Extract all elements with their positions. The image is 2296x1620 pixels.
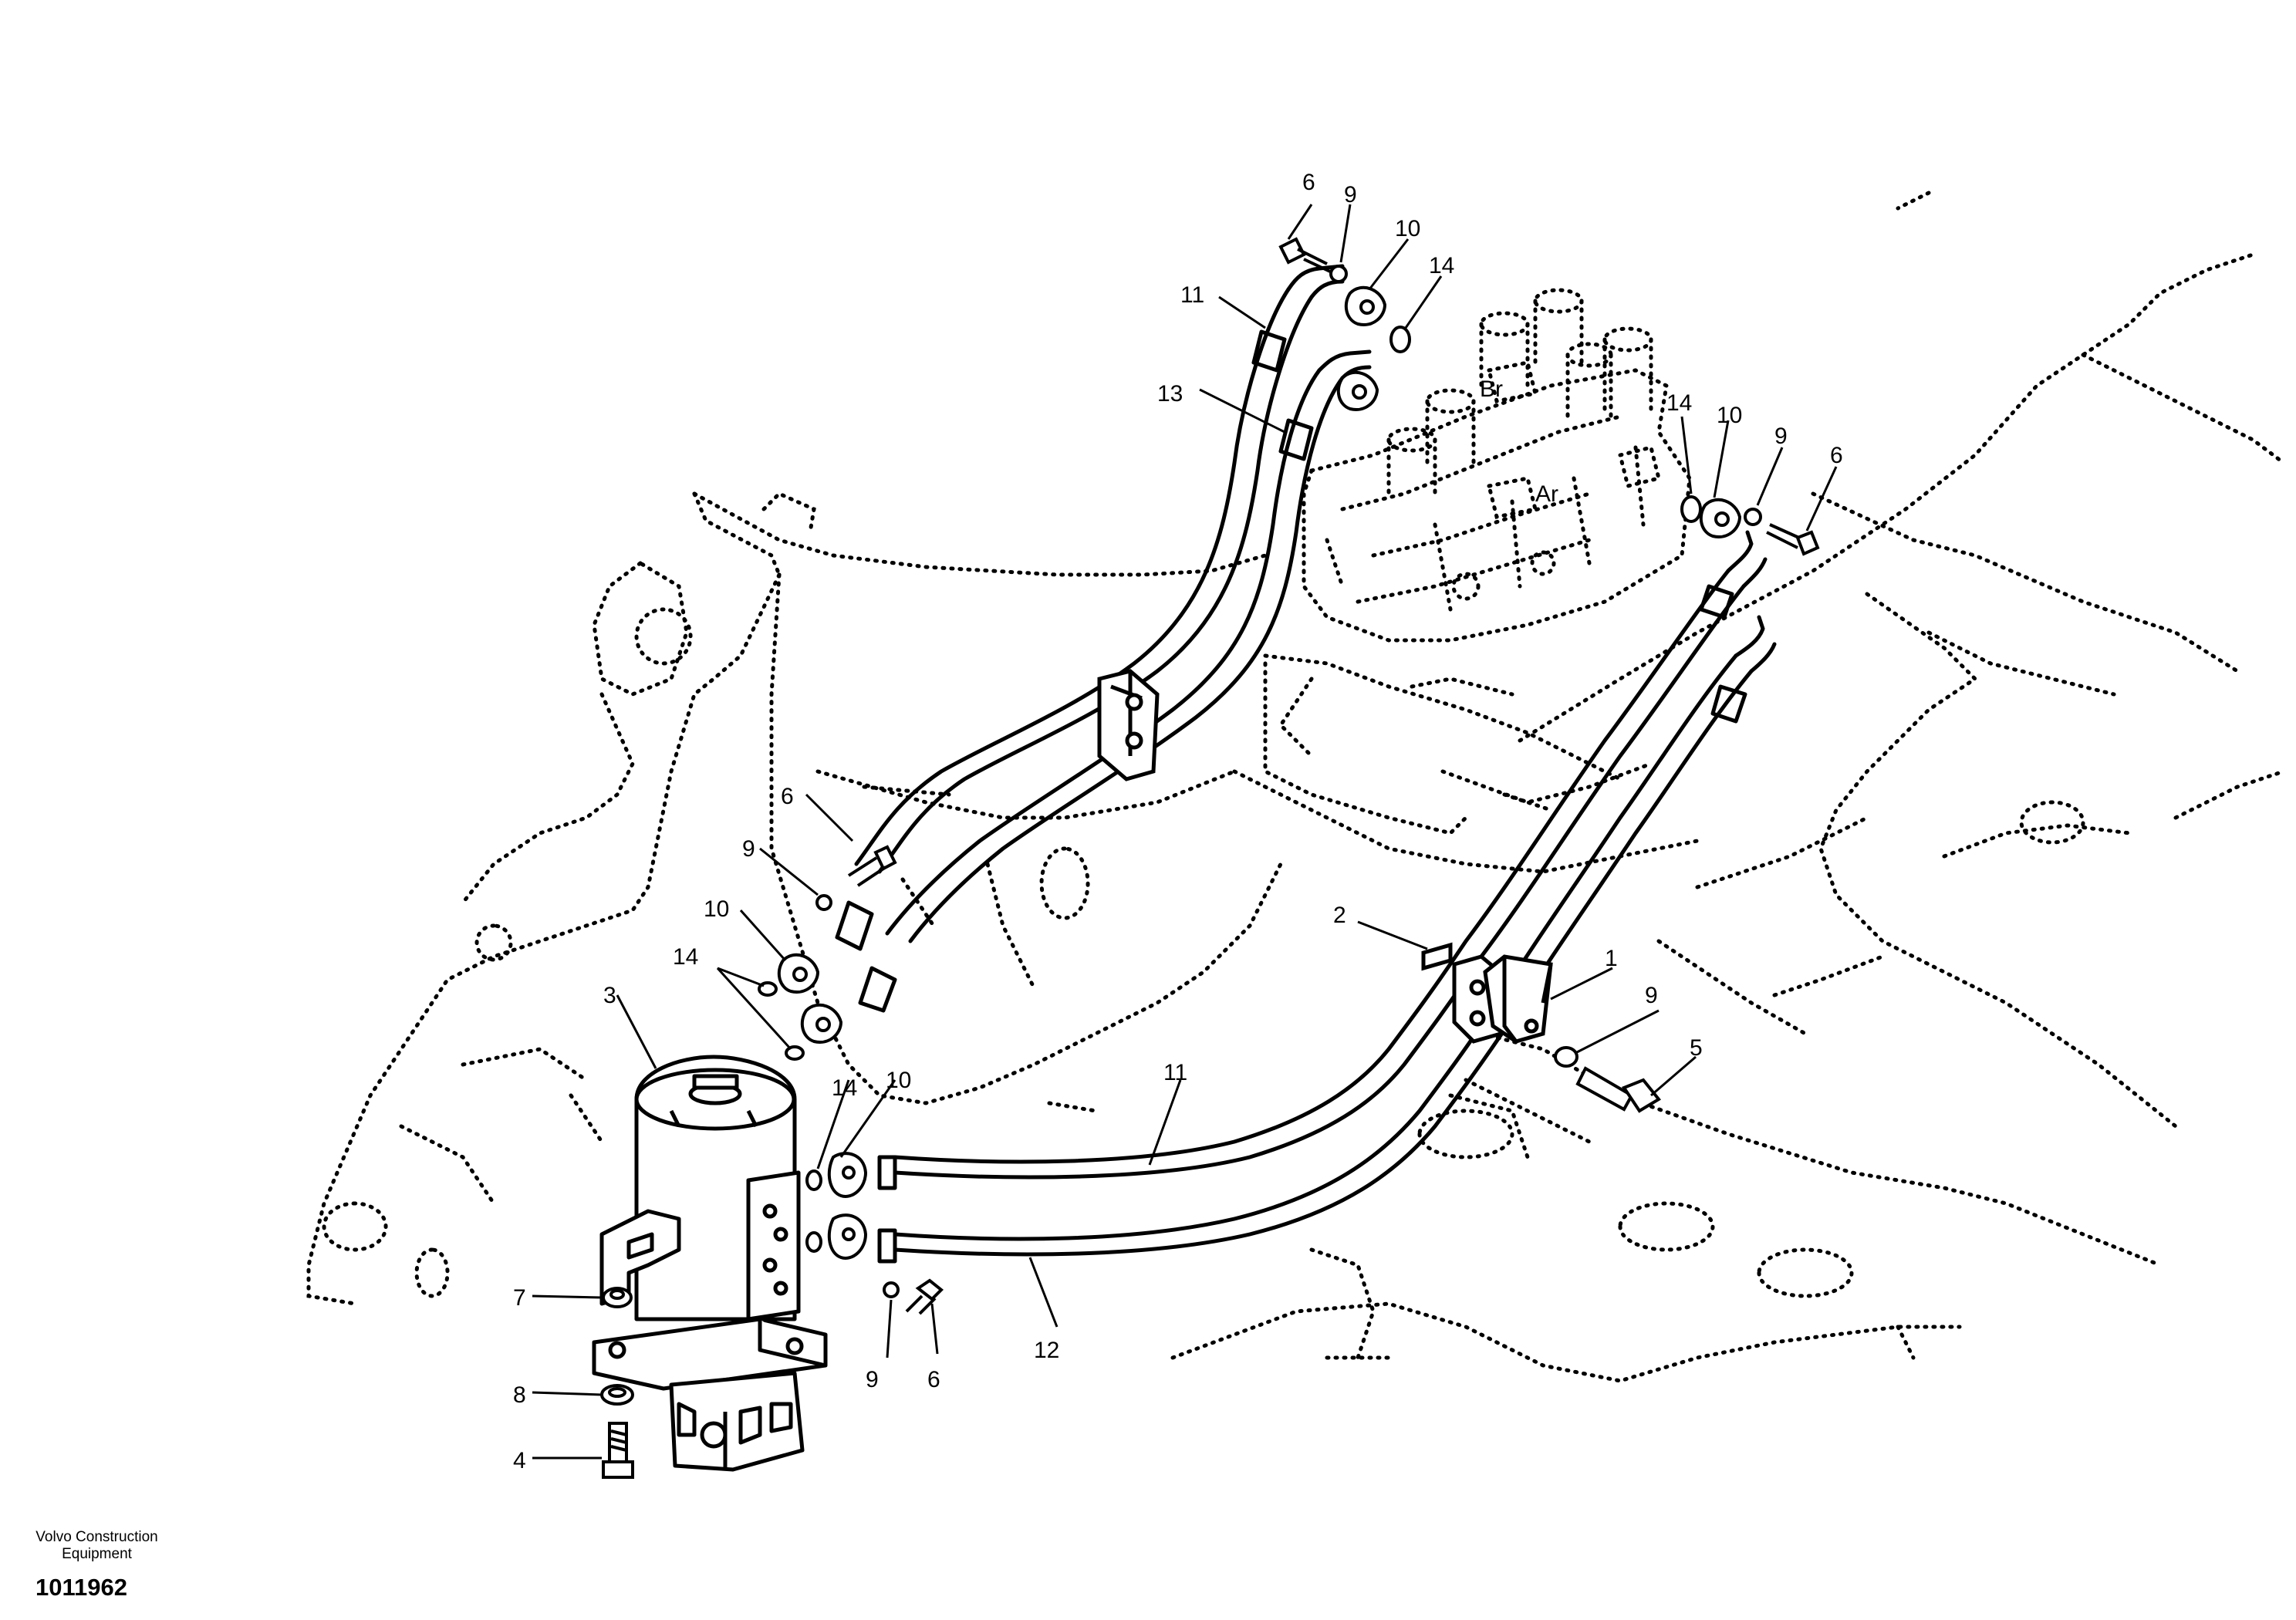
callout-10: 10 <box>886 1068 911 1093</box>
footer-block: Volvo Construction Equipment 1011962 <box>14 1529 184 1601</box>
valve-label-ar: Ar <box>1535 481 1558 507</box>
callout-9: 9 <box>866 1367 879 1392</box>
callout-5: 5 <box>1690 1035 1703 1061</box>
callout-6: 6 <box>1830 443 1843 468</box>
callout-9: 9 <box>742 836 755 862</box>
callout-4: 4 <box>513 1448 526 1473</box>
bracket-part-1 <box>1483 954 1553 1044</box>
swivel-joint <box>592 1055 828 1472</box>
hose-assemblies <box>835 264 1777 1264</box>
company-name-line1: Volvo Construction <box>35 1529 158 1545</box>
callout-14: 14 <box>1666 390 1692 416</box>
callout-6: 6 <box>781 784 794 809</box>
callout-9: 9 <box>1645 983 1658 1008</box>
callout-9: 9 <box>1344 182 1357 208</box>
callout-8: 8 <box>513 1382 526 1408</box>
callout-14: 14 <box>673 944 698 970</box>
control-valve-block <box>1302 288 1692 643</box>
callout-11: 11 <box>1163 1060 1187 1085</box>
callout-11: 11 <box>1180 282 1204 308</box>
callout-12: 12 <box>1034 1338 1059 1363</box>
company-name-line2: Equipment <box>62 1546 132 1562</box>
valve-label-br: Br <box>1480 376 1503 402</box>
callout-6: 6 <box>927 1367 940 1392</box>
fasteners <box>600 237 1820 1479</box>
hose-clamp-upper <box>1097 669 1160 781</box>
callout-14: 14 <box>832 1075 857 1101</box>
leader-lines <box>532 204 1838 1460</box>
callout-14: 14 <box>1429 253 1454 278</box>
callout-9: 9 <box>1774 424 1788 449</box>
frame-outline <box>306 191 2286 1383</box>
drawing-number: 1011962 <box>35 1574 127 1601</box>
callout-13: 13 <box>1157 381 1183 407</box>
callout-2: 2 <box>1333 903 1346 928</box>
callout-10: 10 <box>704 896 729 922</box>
callout-10: 10 <box>1717 403 1742 428</box>
callout-6: 6 <box>1302 170 1315 195</box>
callout-3: 3 <box>603 983 616 1008</box>
callout-7: 7 <box>513 1285 526 1311</box>
callout-10: 10 <box>1395 216 1420 241</box>
callout-labels: 6 9 10 14 11 13 14 10 9 6 6 9 10 14 3 2 … <box>513 170 1843 1473</box>
callout-1: 1 <box>1605 946 1618 971</box>
